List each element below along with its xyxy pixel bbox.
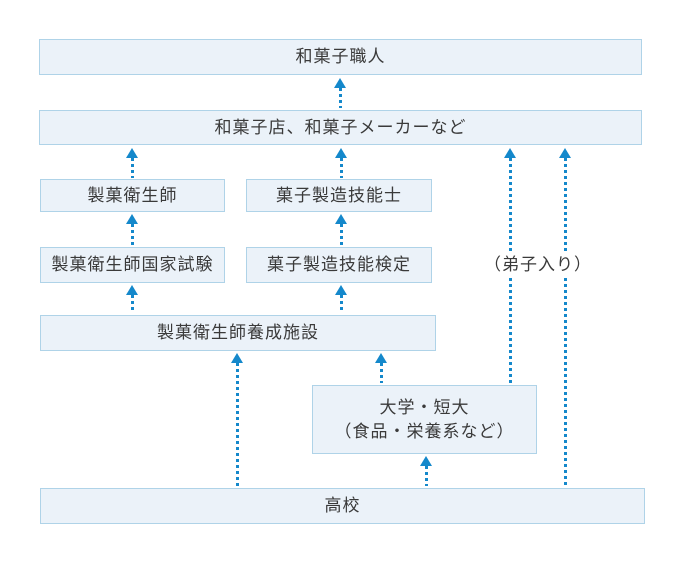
dotted-line [130,158,134,178]
box-university-line1: 大学・短大 [379,397,470,417]
box-national-hygiene-exam: 製菓衛生師国家試験 [40,247,225,283]
arrow-highschool-to-shop-apprenticeship [559,148,571,486]
up-arrowhead-icon [375,353,387,363]
dotted-line [424,466,428,486]
dotted-line [235,363,239,486]
up-arrowhead-icon [335,285,347,295]
dotted-line [130,295,134,313]
up-arrowhead-icon [559,148,571,158]
box-hygiene-training-facility: 製菓衛生師養成施設 [40,315,436,351]
box-wagashi-shop-maker-label: 和菓子店、和菓子メーカーなど [214,117,467,137]
arrow-highschool-to-university [420,456,432,486]
dotted-line [339,158,343,178]
dotted-line [339,295,343,313]
arrow-technician-to-shop [335,148,347,178]
box-wagashi-artisan: 和菓子職人 [39,39,642,75]
up-arrowhead-icon [335,214,347,224]
box-university-line2: （食品・栄養系など） [334,421,515,441]
up-arrowhead-icon [335,148,347,158]
up-arrowhead-icon [334,78,346,88]
up-arrowhead-icon [231,353,243,363]
arrow-exam-to-hygiene-master [126,214,138,245]
box-high-school-label: 高校 [324,496,361,515]
up-arrowhead-icon [504,148,516,158]
dotted-line [130,224,134,245]
arrow-university-to-facility [375,353,387,383]
up-arrowhead-icon [126,148,138,158]
arrow-skilltest-to-technician [335,214,347,245]
box-confectionery-manufacturing-technician-label: 菓子製造技能士 [276,185,402,205]
box-manufacturing-skill-test: 菓子製造技能検定 [246,247,432,283]
dotted-line [563,158,567,486]
arrow-hygiene-master-to-shop [126,148,138,178]
box-confectionery-hygiene-master: 製菓衛生師 [40,179,225,212]
up-arrowhead-icon [126,285,138,295]
box-wagashi-artisan-label: 和菓子職人 [295,47,386,66]
box-university-junior-college: 大学・短大 （食品・栄養系など） [312,385,537,454]
box-wagashi-shop-maker: 和菓子店、和菓子メーカーなど [39,110,642,145]
apprenticeship-label: （弟子入り） [478,253,598,277]
box-manufacturing-skill-test-label: 菓子製造技能検定 [267,255,411,274]
arrow-highschool-to-facility [231,353,243,486]
arrow-facility-to-skilltest [335,285,347,313]
box-confectionery-hygiene-master-label: 製菓衛生師 [87,185,178,205]
up-arrowhead-icon [420,456,432,466]
box-national-hygiene-exam-label: 製菓衛生師国家試験 [51,255,214,274]
box-high-school: 高校 [40,488,645,524]
dotted-line [379,363,383,383]
box-hygiene-training-facility-label: 製菓衛生師養成施設 [157,323,319,342]
box-confectionery-manufacturing-technician: 菓子製造技能士 [246,179,432,212]
arrow-shop-to-artisan [334,78,346,108]
up-arrowhead-icon [126,214,138,224]
arrow-facility-to-exam [126,285,138,313]
dotted-line [338,88,342,108]
dotted-line [339,224,343,245]
